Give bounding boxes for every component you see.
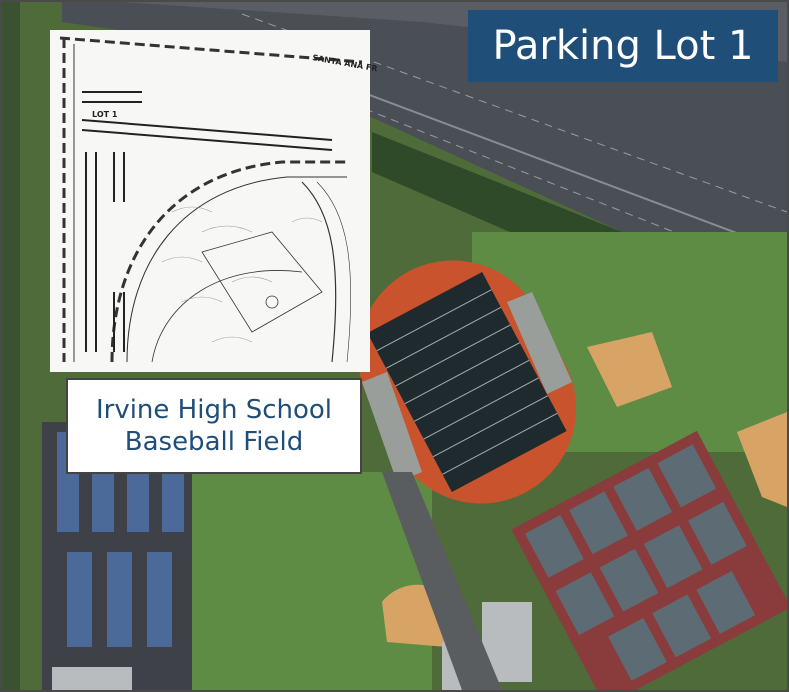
bleachers-west [362,372,422,482]
map-title-text: Parking Lot 1 [492,23,754,69]
softball-infield-east [737,412,787,507]
bleachers [507,292,572,394]
plan-drawing-lines [59,36,363,363]
tennis-courts [511,430,787,690]
plan-lot-label: LOT 1 [92,110,118,119]
callout-line-2: Baseball Field [124,427,304,457]
callout-line-1: Irvine High School [95,394,333,425]
baseball-field-callout: Irvine High School Baseball Field [66,378,362,474]
map-title: Parking Lot 1 [468,10,778,82]
grass-field-south [182,472,432,690]
tennis-court-surface [511,430,787,690]
campus-road [382,472,502,690]
buildings [52,602,532,690]
plan-drawing [50,30,370,372]
plan-parking-stalls [81,91,333,352]
football-field [367,272,567,492]
plan-contours [161,206,323,343]
tree-strip-left [2,2,20,690]
softball-infield [587,332,672,407]
freeway-lane-mark [241,13,787,213]
field-yard-lines [376,289,558,475]
